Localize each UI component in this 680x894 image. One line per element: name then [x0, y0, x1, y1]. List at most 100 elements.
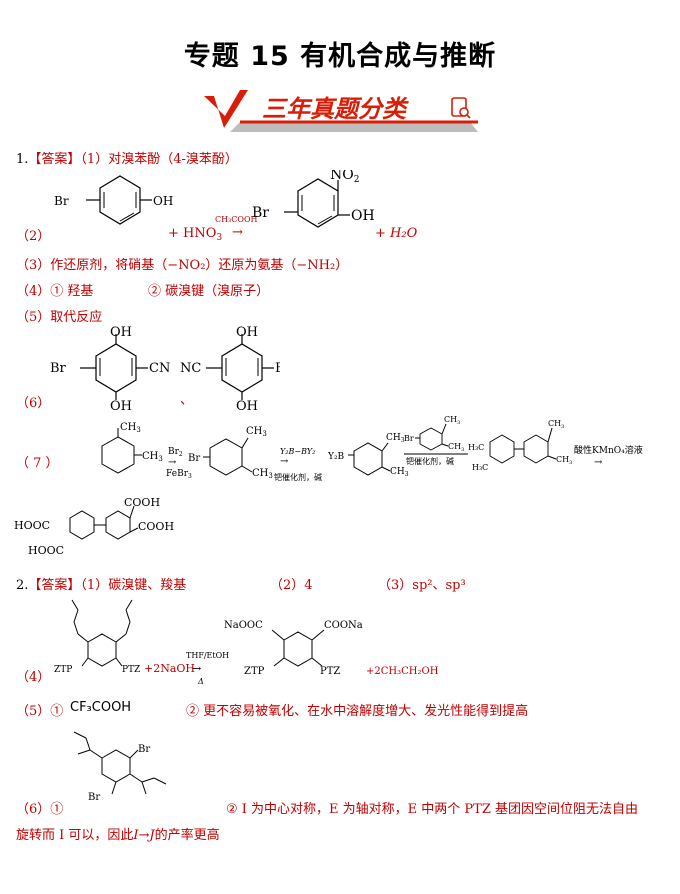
svg-text:ZTP: ZTP — [54, 665, 72, 675]
q2-a3: （3）sp²、sp³ — [378, 578, 466, 593]
svg-text:Δ: Δ — [197, 677, 204, 686]
q2-answer-tag: 【答案】 — [28, 578, 81, 593]
svg-text:→: → — [168, 457, 177, 468]
svg-text:CH3: CH3 — [246, 426, 267, 438]
svg-text:CH3: CH3 — [252, 468, 273, 480]
biphenyl-tetracarboxylic-acid: HOOC HOOC COOH COOH — [14, 496, 174, 557]
a2-product-br: Br — [252, 205, 269, 221]
checkmark-logo-icon — [204, 90, 248, 128]
svg-text:PTZ: PTZ — [320, 666, 340, 677]
svg-text:钯催化剂，碱: 钯催化剂，碱 — [406, 456, 454, 466]
a2-reagent: + HNO3 — [168, 226, 222, 243]
q2-a6-3-text: 旋转而 I 可以，因此 — [16, 828, 134, 843]
svg-text:COOH: COOH — [124, 496, 160, 509]
banner-text: 三年真题分类 — [262, 95, 409, 123]
q2-answer-line-1: 2.【答案】（1）碳溴键、羧基 — [16, 574, 186, 593]
q1-a2-label: （2） — [16, 229, 51, 244]
a2-condition: CH₃COOH — [215, 215, 258, 224]
q1-a1: （1）对溴苯酚（4-溴苯酚） — [80, 152, 238, 167]
tetramethylbiphenyl: H₃C H₃C CH3 CH3 — [468, 419, 572, 472]
q1-a4-1: （4）① 羟基 — [16, 284, 94, 299]
q1-answer-line-1: 1.【答案】（1）对溴苯酚（4-溴苯酚） — [16, 148, 238, 167]
svg-text:COONa: COONa — [324, 620, 363, 631]
svg-text:Br: Br — [138, 744, 150, 755]
q2-a6-3: 旋转而 I 可以，因此I→J的产率更高 — [16, 824, 220, 843]
svg-text:CH3: CH3 — [556, 455, 572, 466]
q2-a5-cf3cooh: CF₃COOH — [70, 700, 132, 715]
bromonitrophenol-structure: Br OH NO2 — [252, 170, 375, 228]
q1-a5: （5）取代反应 — [16, 310, 103, 325]
q1-number: 1. — [16, 152, 29, 167]
svg-text:钯催化剂，碱: 钯催化剂，碱 — [274, 472, 322, 482]
a4-ethanol: +2CH₃CH₂OH — [366, 666, 439, 677]
s2-br: Br — [275, 361, 280, 376]
svg-text:CH3: CH3 — [548, 419, 564, 430]
dibromo-diester-structure: Br Br — [73, 731, 167, 803]
page-title: 专题 15 有机合成与推断 — [183, 41, 497, 72]
svg-text:Br: Br — [404, 434, 414, 443]
s2-oh-bottom: OH — [236, 399, 258, 410]
q1-answer-tag: 【答案】 — [28, 152, 81, 167]
s2-nc: NC — [180, 361, 201, 376]
a2-oh-label: OH — [153, 194, 173, 208]
svg-text:COOH: COOH — [138, 520, 174, 533]
q1-a7-synthesis: CH3 CH3 Br2 → FeBr3 Br CH3 CH3 Y₂B−BY₂ →… — [101, 415, 643, 482]
svg-text:CH3: CH3 — [386, 433, 405, 444]
q2-a1: （1）碳溴键、羧基 — [80, 578, 187, 593]
svg-text:酸性KMnO₄溶液: 酸性KMnO₄溶液 — [574, 444, 643, 456]
disodium-salt-product: NaOOC COONa ZTP PTZ — [224, 620, 363, 677]
q1-a3: （3）作还原剂，将硝基（−NO₂）还原为氨基（−NH₂） — [16, 258, 349, 273]
svg-text:ZTP: ZTP — [244, 666, 265, 677]
svg-text:H₃C: H₃C — [472, 463, 488, 472]
q2-a6-3-end: 的产率更高 — [154, 828, 220, 843]
q2-a4-reaction: ZTP PTZ +2NaOH THF/EtOH → Δ NaOOC COONa … — [54, 599, 439, 686]
svg-text:HOOC: HOOC — [28, 544, 64, 557]
svg-text:PTZ: PTZ — [122, 665, 140, 675]
a4-naoh: +2NaOH — [144, 662, 195, 675]
s1-oh-bottom: OH — [110, 399, 132, 410]
svg-text:NaOOC: NaOOC — [224, 620, 263, 631]
a6-separator: 、 — [180, 393, 193, 408]
a2-arrow: → — [232, 225, 243, 240]
svg-text:→: → — [192, 662, 201, 675]
document-search-icon — [451, 97, 471, 119]
svg-text:Br2: Br2 — [168, 447, 183, 458]
q2-a6-1: （6）① — [16, 802, 64, 817]
svg-text:Br: Br — [88, 792, 100, 803]
q2-a5-1: （5）① — [16, 704, 64, 719]
q2-a6-2: ② I 为中心对称，E 为轴对称，E 中两个 PTZ 基团因空间位阻无法自由 — [226, 802, 639, 817]
svg-text:Y₂B: Y₂B — [327, 452, 345, 462]
svg-text:Y₂B−BY₂: Y₂B−BY₂ — [280, 447, 315, 456]
svg-text:→: → — [594, 457, 603, 468]
bromo-o-xylene: Br CH3 CH3 — [188, 426, 273, 480]
s1-oh-top: OH — [110, 326, 132, 340]
svg-text:CH3: CH3 — [448, 442, 464, 453]
a2-no2-label: NO2 — [330, 170, 359, 185]
diester-reactant: ZTP PTZ — [54, 599, 140, 675]
bromo-xylene-reagent: Br CH3 CH3 钯催化剂，碱 — [404, 415, 468, 466]
q2-a6-3-italic: I→J — [133, 828, 155, 843]
q1-a7-label: （ 7 ） — [16, 456, 59, 471]
svg-text:Br: Br — [188, 453, 200, 464]
svg-text:H₃C: H₃C — [468, 443, 484, 452]
s1-br: Br — [50, 361, 67, 376]
svg-text:FeBr3: FeBr3 — [166, 469, 192, 480]
q1-a4-2: ② 碳溴键（溴原子） — [148, 284, 270, 299]
a2-br-label: Br — [54, 194, 69, 208]
structure-1: OH Br CN OH — [50, 326, 170, 410]
svg-text:CH3: CH3 — [120, 422, 141, 434]
q1-a2-reaction: Br OH + HNO3 CH₃COOH → Br OH NO2 + H₂O — [54, 170, 418, 243]
o-xylene: CH3 CH3 — [101, 422, 163, 474]
q1-a6-structures: OH Br CN OH 、 OH NC Br OH — [50, 326, 280, 410]
bromophenol-structure: Br OH — [54, 175, 173, 225]
a2-product-oh: OH — [351, 208, 375, 224]
svg-text:→: → — [280, 456, 289, 467]
q2-number: 2. — [16, 578, 29, 593]
q2-a5-2: ② 更不容易被氧化、在水中溶解度增大、发光性能得到提高 — [186, 704, 529, 719]
svg-text:HOOC: HOOC — [14, 519, 50, 532]
q1-a6-label: （6） — [16, 396, 51, 411]
svg-text:CH3: CH3 — [390, 467, 409, 478]
boronate-ester: Y₂B CH3 CH3 — [327, 433, 409, 478]
s2-oh-top: OH — [236, 326, 258, 340]
svg-text:CH3: CH3 — [444, 415, 460, 426]
